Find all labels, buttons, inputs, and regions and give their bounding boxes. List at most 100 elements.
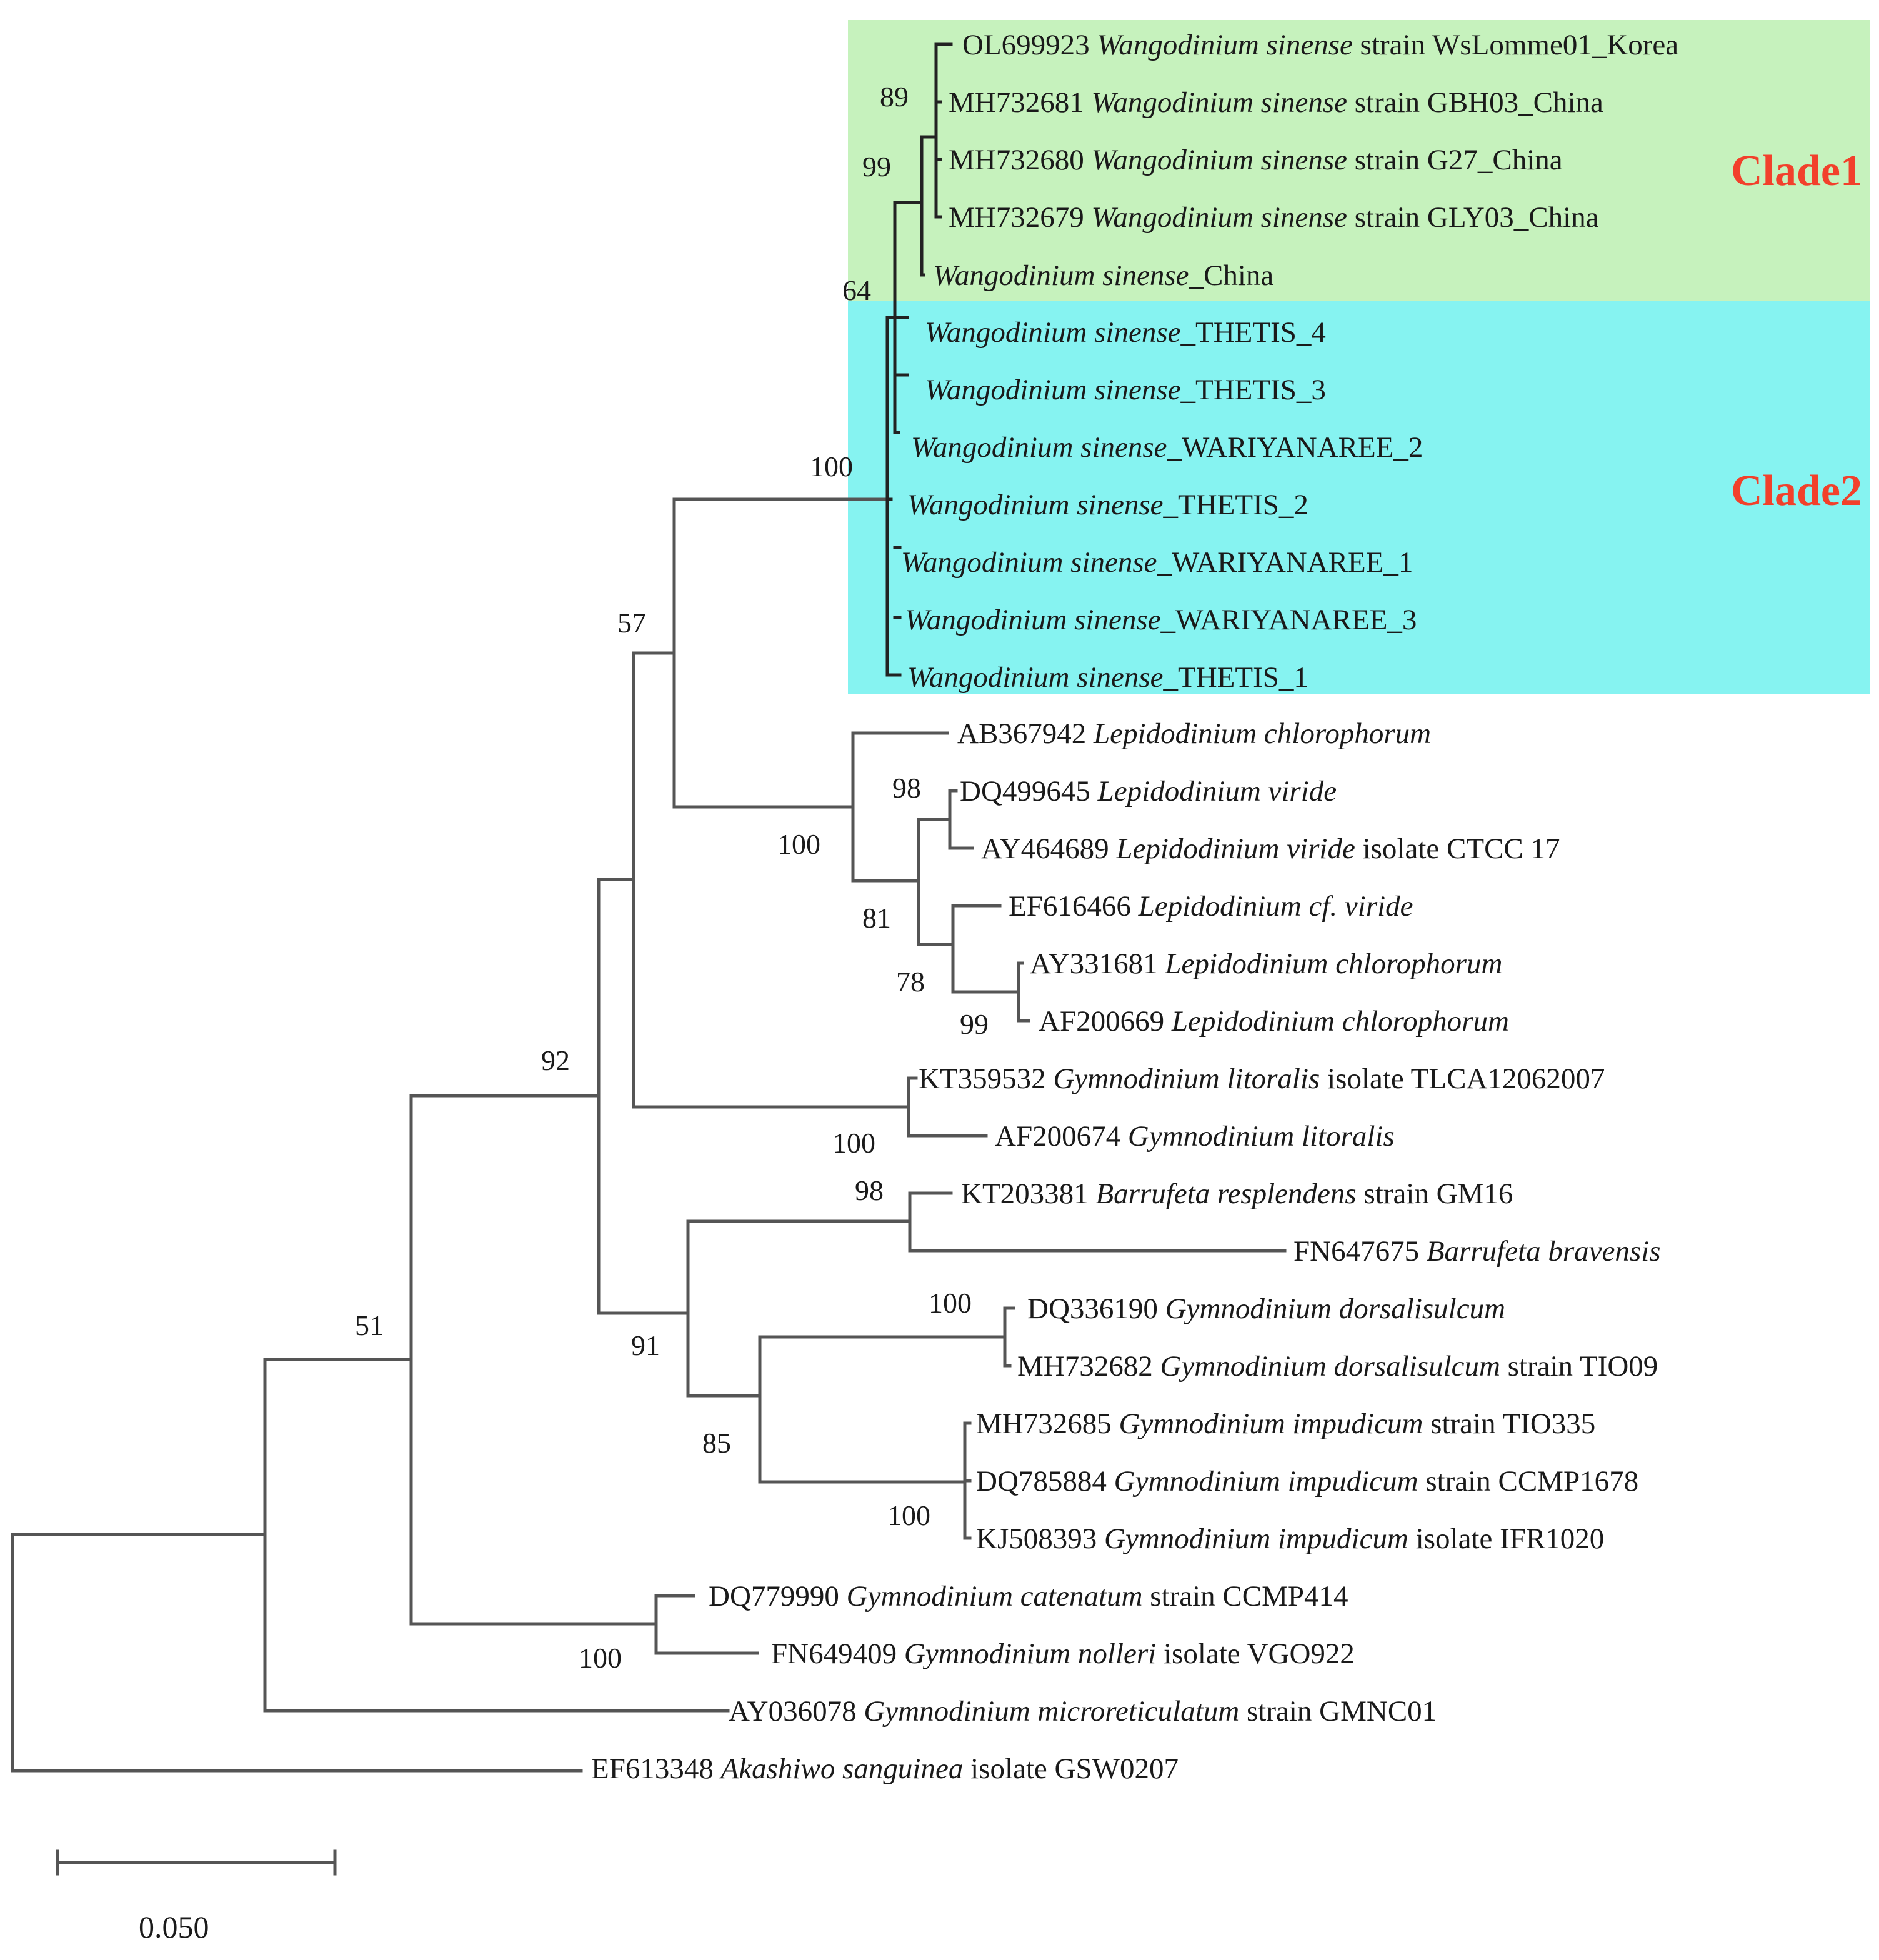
species-name: Barrufeta resplendens — [1095, 1178, 1356, 1210]
taxon-label: AY036078 Gymnodinium microreticulatum st… — [729, 1695, 1437, 1728]
branch — [934, 42, 953, 219]
taxon-label: MH732682 Gymnodinium dorsalisulcum strai… — [1017, 1350, 1658, 1382]
bootstrap-value: 100 — [887, 1499, 930, 1531]
accession-number: OL699923 — [962, 29, 1097, 61]
taxon-label: FN649409 Gymnodinium nolleri isolate VGO… — [771, 1638, 1355, 1670]
species-name: Wangodinium sinense — [911, 431, 1167, 464]
species-name: Wangodinium sinense — [901, 546, 1157, 579]
accession-number: MH732682 — [1017, 1350, 1160, 1382]
species-name: Lepidodinium viride — [1115, 832, 1355, 865]
taxon-label: MH732681 Wangodinium sinense strain GBH0… — [949, 86, 1603, 119]
branch — [632, 651, 910, 1109]
accession-number: DQ779990 — [709, 1580, 847, 1612]
bootstrap-value: 81 — [862, 902, 891, 934]
taxon-label: Wangodinium sinense_WARIYANAREE_3 — [905, 604, 1417, 636]
bootstrap-value: 100 — [810, 451, 853, 482]
strain-info: strain G27_China — [1347, 144, 1563, 176]
scale-bar: 0.050 — [56, 1849, 337, 1944]
bootstrap-value: 85 — [702, 1427, 731, 1459]
branch — [597, 878, 690, 1315]
species-name: Wangodinium sinense — [925, 316, 1181, 349]
strain-info: strain TIO335 — [1423, 1408, 1595, 1440]
strain-info: _THETIS_4 — [1180, 316, 1326, 349]
taxon-label: KT359532 Gymnodinium litoralis isolate T… — [919, 1062, 1605, 1095]
species-name: Wangodinium sinense — [907, 661, 1164, 694]
species-name: Wangodinium sinense — [925, 374, 1181, 406]
branch — [893, 316, 909, 619]
species-name: Gymnodinium litoralis — [1053, 1062, 1320, 1095]
clade2-label: Clade2 — [1731, 467, 1862, 515]
taxon-label: Wangodinium sinense_THETIS_4 — [925, 316, 1326, 349]
species-name: Wangodinium sinense — [1091, 86, 1347, 119]
taxon-label: OL699923 Wangodinium sinense strain WsLo… — [962, 29, 1678, 61]
accession-number: AF200669 — [1039, 1005, 1172, 1038]
species-name: Lepidodinium chlorophorum — [1171, 1005, 1509, 1038]
accession-number: MH732685 — [976, 1408, 1119, 1440]
strain-info: isolate GSW0207 — [963, 1752, 1179, 1785]
bootstrap-value: 51 — [355, 1309, 384, 1341]
taxon-label: DQ499645 Lepidodinium viride — [960, 775, 1337, 808]
species-name: Wangodinium sinense — [907, 489, 1164, 521]
accession-number: EF616466 — [1009, 890, 1139, 922]
species-name: Lepidodinium chlorophorum — [1093, 718, 1431, 750]
species-name: Wangodinium sinense — [933, 259, 1189, 292]
taxon-label: Wangodinium sinense_THETIS_3 — [925, 374, 1326, 406]
strain-info: _WARIYANAREE_3 — [1160, 604, 1417, 636]
species-name: Lepidodinium viride — [1097, 775, 1337, 808]
branch — [963, 1421, 972, 1540]
accession-number: EF613348 — [591, 1752, 721, 1785]
taxon-label: EF616466 Lepidodinium cf. viride — [1009, 890, 1413, 922]
strain-info: strain WsLomme01_Korea — [1353, 29, 1678, 61]
strain-info: isolate TLCA12062007 — [1320, 1062, 1605, 1095]
bootstrap-values: 8999641005798100817899921009810091851005… — [355, 81, 989, 1674]
branch — [917, 818, 955, 946]
accession-number: KT203381 — [961, 1178, 1095, 1210]
taxon-label: DQ336190 Gymnodinium dorsalisulcum — [1027, 1292, 1505, 1325]
bootstrap-value: 100 — [832, 1127, 875, 1159]
strain-info: _THETIS_3 — [1180, 374, 1326, 406]
accession-number: AF200674 — [995, 1120, 1128, 1152]
accession-number: DQ499645 — [960, 775, 1098, 808]
bootstrap-value: 91 — [631, 1329, 660, 1361]
accession-number: KJ508393 — [976, 1522, 1104, 1555]
accession-number: MH732681 — [949, 86, 1091, 119]
strain-info: strain GM16 — [1357, 1178, 1513, 1210]
species-name: Wangodinium sinense — [1091, 201, 1347, 234]
species-name: Wangodinium sinense — [1097, 29, 1353, 61]
strain-info: _WARIYANAREE_2 — [1167, 431, 1423, 464]
taxon-label: AB367942 Lepidodinium chlorophorum — [957, 718, 1431, 750]
branch — [263, 1358, 730, 1712]
species-name: Wangodinium sinense — [905, 604, 1161, 636]
branch — [758, 1335, 1007, 1484]
branch — [920, 135, 938, 277]
taxon-label: MH732679 Wangodinium sinense strain GLY0… — [949, 201, 1599, 234]
strain-info: strain TIO09 — [1500, 1350, 1658, 1382]
bootstrap-value: 78 — [896, 966, 925, 998]
species-name: Gymnodinium catenatum — [847, 1580, 1143, 1612]
species-name: Gymnodinium litoralis — [1128, 1120, 1395, 1152]
taxon-label: AY331681 Lepidodinium chlorophorum — [1030, 948, 1502, 980]
taxon-label: EF613348 Akashiwo sanguinea isolate GSW0… — [591, 1752, 1179, 1785]
strain-info: isolate IFR1020 — [1408, 1522, 1604, 1555]
clade1-label: Clade1 — [1731, 147, 1862, 195]
bootstrap-value: 100 — [777, 828, 820, 860]
taxon-label: KT203381 Barrufeta resplendens strain GM… — [961, 1178, 1513, 1210]
bootstrap-value: 64 — [842, 274, 871, 306]
bootstrap-value: 99 — [862, 151, 891, 182]
strain-info: strain GLY03_China — [1347, 201, 1599, 234]
strain-info: isolate VGO922 — [1156, 1638, 1355, 1670]
accession-number: FN647675 — [1293, 1235, 1427, 1268]
strain-info: strain CCMP1678 — [1418, 1465, 1639, 1498]
taxon-label: Wangodinium sinense_THETIS_1 — [907, 661, 1308, 694]
taxon-labels: OL699923 Wangodinium sinense strain WsLo… — [591, 29, 1678, 1785]
clade2-highlight — [848, 301, 1870, 694]
species-name: Gymnodinium dorsalisulcum — [1165, 1292, 1505, 1325]
bootstrap-value: 98 — [892, 772, 921, 804]
tree-branches — [11, 42, 1287, 1772]
species-name: Gymnodinium dorsalisulcum — [1160, 1350, 1500, 1382]
accession-number: AY331681 — [1030, 948, 1165, 980]
taxon-label: DQ785884 Gymnodinium impudicum strain CC… — [976, 1465, 1638, 1498]
strain-info: _WARIYANAREE_1 — [1157, 546, 1413, 579]
taxon-label: FN647675 Barrufeta bravensis — [1293, 1235, 1661, 1268]
taxon-label: Wangodinium sinense_China — [933, 259, 1273, 292]
